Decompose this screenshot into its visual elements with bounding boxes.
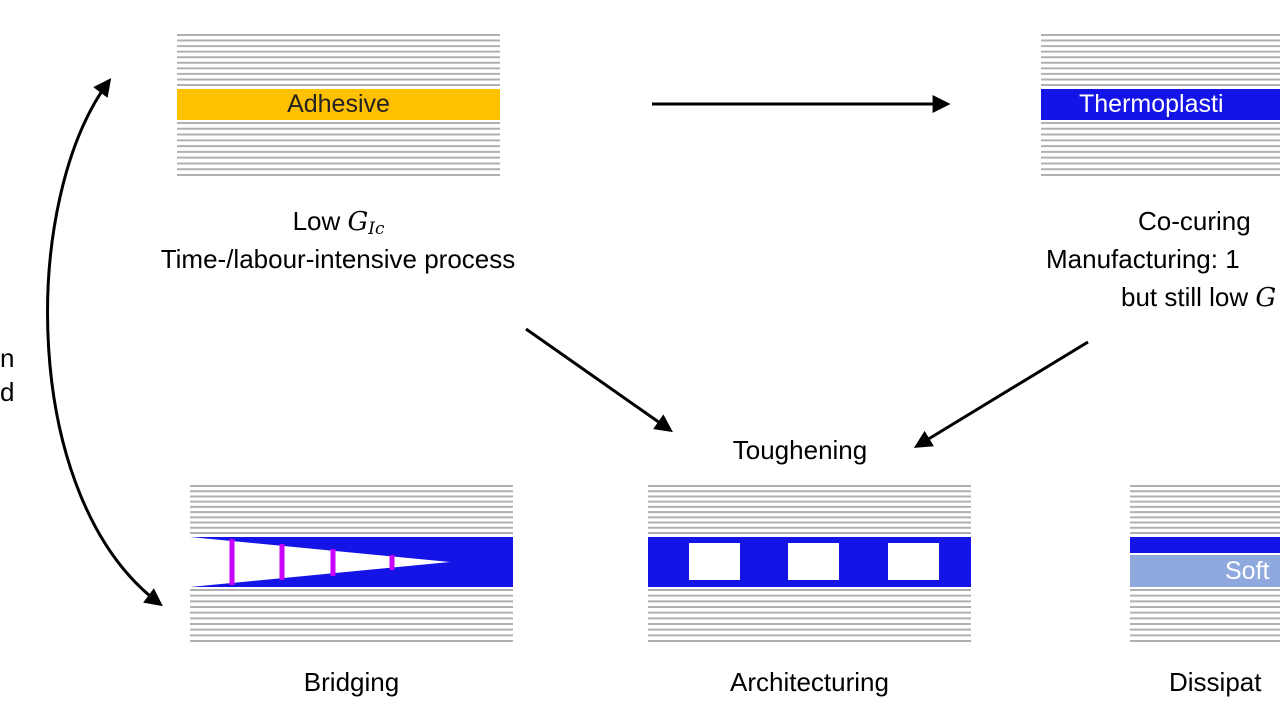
bridging-fibers bbox=[229, 539, 395, 585]
top-left-laminate bbox=[177, 34, 500, 176]
bridging-laminate bbox=[190, 485, 513, 642]
ply-stack bbox=[1130, 485, 1280, 534]
stiff-layer bbox=[1130, 537, 1280, 553]
top-right-caption-line-1: Co-curing bbox=[1138, 206, 1251, 236]
left-text-line-1: n bbox=[0, 343, 15, 373]
dissipation-label: Dissipat bbox=[1169, 667, 1262, 697]
thermoplastic-label: Thermoplasti bbox=[1079, 90, 1224, 118]
void-block bbox=[689, 543, 740, 580]
toughening-label: Toughening bbox=[732, 435, 868, 465]
ply-stack bbox=[190, 589, 513, 642]
ply-stack bbox=[648, 589, 971, 642]
dissipation-laminate bbox=[1130, 485, 1280, 642]
top-right-caption-line-3: but still low G bbox=[1121, 282, 1277, 313]
ply-stack bbox=[177, 34, 500, 86]
top-right-caption-line-2: Manufacturing: 1 bbox=[1046, 244, 1240, 274]
soft-layer bbox=[1130, 555, 1280, 587]
ply-stack bbox=[190, 485, 513, 534]
void-block bbox=[788, 543, 839, 580]
caption-prefix: Low bbox=[292, 206, 348, 236]
architecturing-laminate bbox=[648, 485, 971, 642]
arrow-curved-bidirectional bbox=[46, 78, 163, 607]
ply-stack bbox=[1130, 589, 1280, 642]
top-right-laminate bbox=[1041, 34, 1280, 176]
soft-label: Soft bbox=[1225, 557, 1270, 585]
adhesive-layer bbox=[177, 89, 500, 120]
arrow-thermoplastic-to-toughening bbox=[913, 340, 1089, 448]
arrow-adhesive-to-toughening bbox=[525, 327, 673, 433]
arrows bbox=[46, 78, 1089, 607]
void-block bbox=[888, 543, 939, 580]
ply-stack bbox=[177, 122, 500, 176]
top-left-caption-line-1: Low GIc bbox=[177, 205, 500, 244]
top-left-caption-line-2: Time-/labour-intensive process bbox=[160, 244, 516, 274]
ply-stack bbox=[648, 485, 971, 534]
thermoplastic-layer bbox=[1041, 89, 1280, 120]
architecturing-label: Architecturing bbox=[730, 667, 889, 697]
ply-stack bbox=[1041, 122, 1280, 176]
ply-stack bbox=[1041, 34, 1280, 86]
gic-symbol: GIc bbox=[347, 207, 385, 239]
adhesive-label: Adhesive bbox=[287, 90, 390, 118]
left-text-line-2: d bbox=[0, 377, 15, 407]
crack-wedge bbox=[190, 537, 450, 587]
bridging-label: Bridging bbox=[303, 667, 400, 697]
